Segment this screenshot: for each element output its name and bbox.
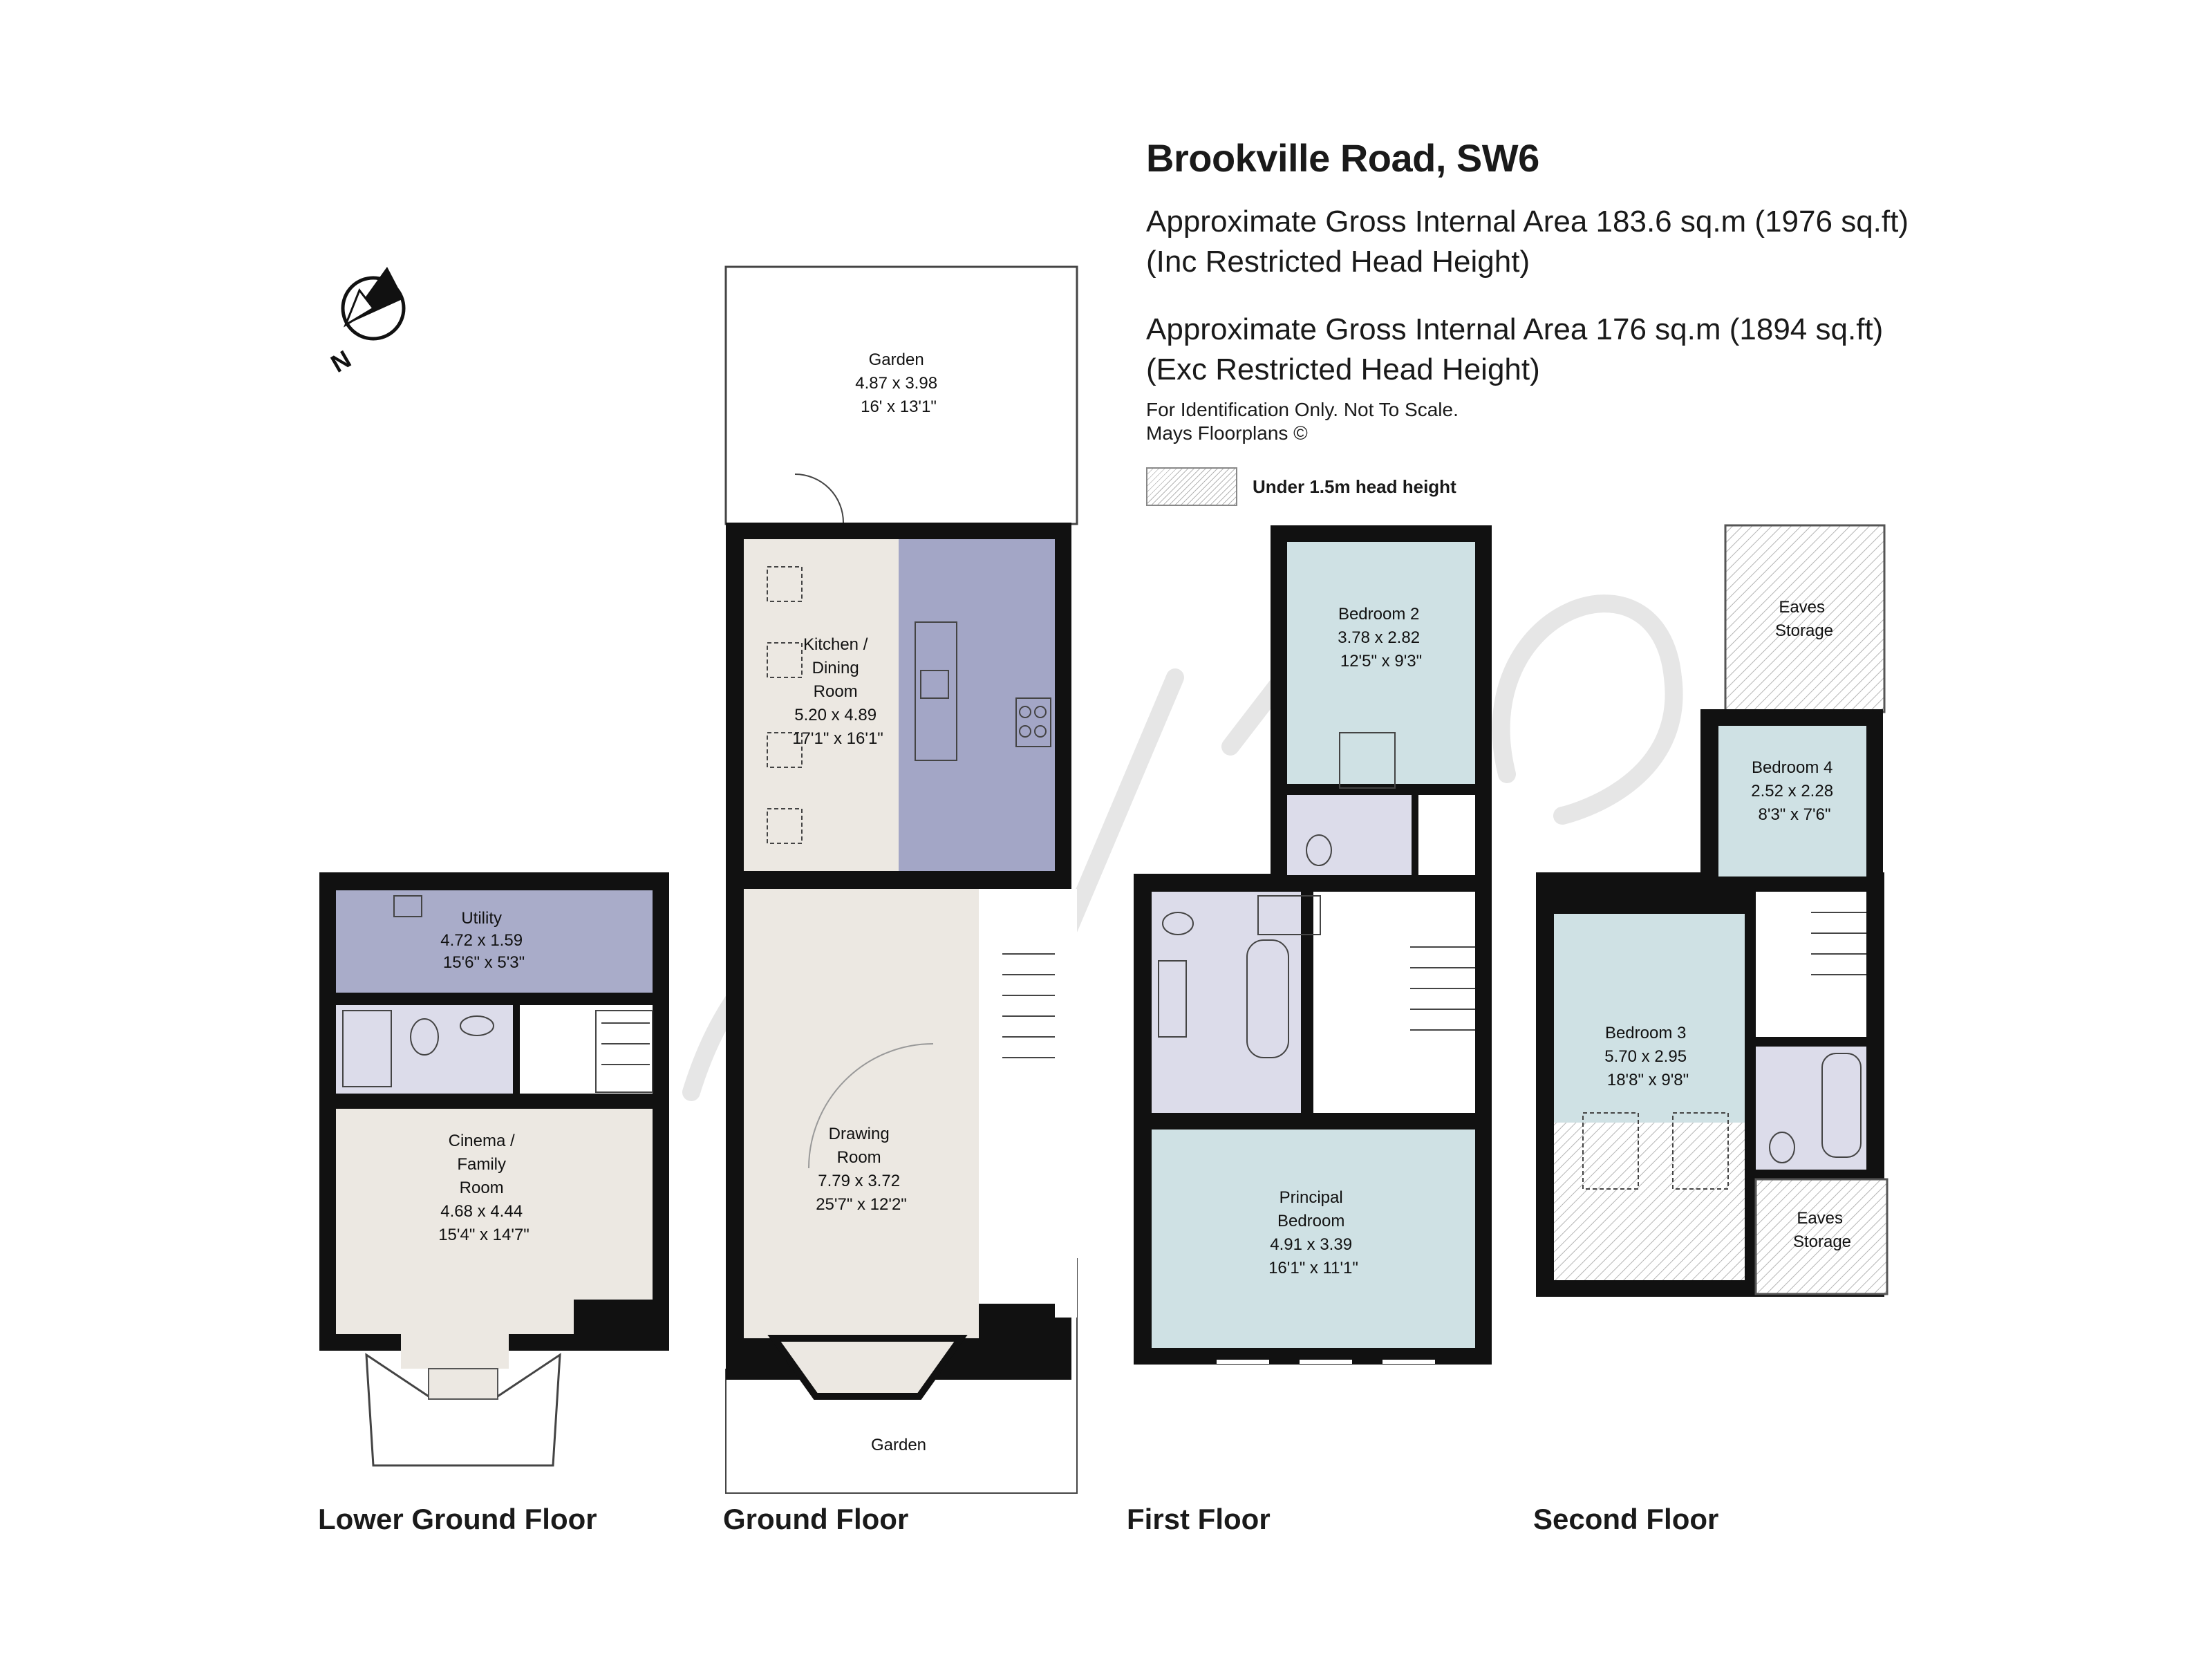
eaves-top-label: Eaves Storage [1775, 598, 1833, 640]
legend-label: Under 1.5m head height [1253, 476, 1456, 497]
compass [341, 267, 406, 341]
eaves-storage-bottom [1754, 1178, 1888, 1295]
hatch-swatch [1146, 467, 1237, 506]
kitchen-imperial: 17'1" x 16'1" [792, 729, 883, 748]
kitchen-name-1: Kitchen / [803, 635, 868, 654]
first-landing [1313, 892, 1475, 1113]
bedroom-4 [1718, 726, 1866, 877]
utility-label: Utility 4.72 x 1.59 15'6" x 5'3" [440, 909, 527, 972]
property-title: Brookville Road, SW6 [1146, 136, 1539, 180]
garden-rear-label: Garden 4.87 x 3.98 16' x 13'1" [855, 350, 941, 416]
second-bathroom [1756, 1047, 1866, 1170]
first-floor-plan: Bedroom 2 3.78 x 2.82 12'5" x 9'3" Princ… [1134, 525, 1492, 1365]
kitchen-name-2: Dining [812, 659, 859, 677]
bedroom-2 [1287, 542, 1475, 784]
garden-rear-metric: 4.87 x 3.98 [855, 374, 937, 393]
utility-imperial: 15'6" x 5'3" [443, 953, 525, 972]
bedroom2-label: Bedroom 2 3.78 x 2.82 12'5" x 9'3" [1338, 605, 1424, 671]
cinema-imperial: 15'4" x 14'7" [438, 1226, 529, 1244]
drawing-metric: 7.79 x 3.72 [818, 1172, 900, 1190]
ground-hall [979, 889, 1055, 1304]
garden-rear-imperial: 16' x 13'1" [861, 397, 937, 416]
note-line-2: Mays Floorplans © [1146, 422, 1308, 444]
drawing-room [744, 889, 979, 1338]
kitchen-label: Kitchen / Dining Room 5.20 x 4.89 17'1" … [792, 635, 883, 748]
principal-label: Principal Bedroom 4.91 x 3.39 16'1" x 11… [1268, 1188, 1358, 1277]
principal-bedroom [1152, 1130, 1475, 1348]
dining-area [744, 539, 899, 871]
drawing-name-1: Drawing [829, 1125, 890, 1143]
floor-label-second: Second Floor [1533, 1503, 1719, 1535]
ground-floor-plan: Garden 4.87 x 3.98 16' x 13'1" Kitchen /… [724, 265, 1078, 1494]
floor-label-ground: Ground Floor [723, 1503, 909, 1535]
bedroom4-metric: 2.52 x 2.28 [1751, 782, 1833, 800]
drawing-label: Drawing Room 7.79 x 3.72 25'7" x 12'2" [816, 1125, 907, 1214]
eaves-bottom-name-2: Storage [1793, 1232, 1851, 1251]
compass-arrow-icon [341, 267, 406, 341]
utility-metric: 4.72 x 1.59 [440, 931, 523, 950]
utility-room [336, 890, 653, 993]
area-inc-line-2: (Inc Restricted Head Height) [1146, 245, 1530, 279]
bedroom4-imperial: 8'3" x 7'6" [1759, 805, 1831, 824]
drawing-imperial: 25'7" x 12'2" [816, 1195, 907, 1214]
eaves-bottom-name-1: Eaves [1797, 1209, 1843, 1228]
principal-imperial: 16'1" x 11'1" [1268, 1259, 1358, 1277]
kitchen-name-3: Room [814, 682, 858, 701]
bedroom2-name: Bedroom 2 [1338, 605, 1419, 624]
bedroom-3-restricted [1554, 1123, 1745, 1280]
eaves-bottom-label: Eaves Storage [1793, 1209, 1851, 1251]
area-inc-restricted: Approximate Gross Internal Area 183.6 sq… [1146, 202, 1909, 282]
legend: Under 1.5m head height [1146, 467, 1456, 506]
area-exc-restricted: Approximate Gross Internal Area 176 sq.m… [1146, 310, 1883, 390]
bedroom3-imperial: 18'8" x 9'8" [1607, 1071, 1689, 1089]
disclaimer-note: For Identification Only. Not To Scale. M… [1146, 398, 1459, 445]
drawing-name-2: Room [837, 1148, 881, 1167]
area-exc-line-2: (Exc Restricted Head Height) [1146, 353, 1540, 386]
rear-garden [724, 265, 1078, 525]
lower-ground-floor-plan: Utility 4.72 x 1.59 15'6" x 5'3" Cinema … [319, 872, 669, 1467]
bedroom4-label: Bedroom 4 2.52 x 2.28 8'3" x 7'6" [1751, 758, 1837, 824]
first-ensuite [1287, 795, 1412, 875]
bedroom2-imperial: 12'5" x 9'3" [1340, 652, 1422, 671]
second-landing [1756, 892, 1866, 1037]
eaves-storage-top [1724, 524, 1886, 713]
lg-stair-hall [520, 1005, 653, 1094]
garden-rear-name: Garden [869, 350, 924, 369]
eaves-top-name-2: Storage [1775, 621, 1833, 640]
kitchen-metric: 5.20 x 4.89 [794, 706, 877, 724]
eaves-top-name-1: Eaves [1779, 598, 1825, 617]
floor-label-first: First Floor [1127, 1503, 1271, 1535]
garden-front-label: Garden [871, 1436, 926, 1454]
note-line-1: For Identification Only. Not To Scale. [1146, 399, 1459, 420]
lg-shower-room [336, 1005, 513, 1094]
second-floor-plan: Eaves Storage Bedroom 4 2.52 x 2.28 8'3"… [1536, 524, 1888, 1297]
utility-name: Utility [461, 909, 502, 928]
bedroom3-name: Bedroom 3 [1605, 1024, 1686, 1042]
first-bathroom [1152, 892, 1301, 1113]
area-inc-line-1: Approximate Gross Internal Area 183.6 sq… [1146, 205, 1909, 238]
garden-front-name: Garden [871, 1436, 926, 1454]
cinema-label: Cinema / Family Room 4.68 x 4.44 15'4" x… [438, 1132, 529, 1244]
compass-north-label: N [326, 344, 356, 378]
cinema-room [336, 1109, 653, 1369]
kitchen-area [899, 539, 1055, 871]
bedroom3-metric: 5.70 x 2.95 [1604, 1047, 1687, 1066]
floor-label-lower-ground: Lower Ground Floor [318, 1503, 597, 1535]
area-exc-line-1: Approximate Gross Internal Area 176 sq.m… [1146, 312, 1884, 346]
cinema-name-3: Room [460, 1179, 504, 1197]
cinema-name-2: Family [457, 1155, 506, 1174]
principal-metric: 4.91 x 3.39 [1270, 1235, 1352, 1254]
bedroom3-label: Bedroom 3 5.70 x 2.95 18'8" x 9'8" [1604, 1024, 1691, 1089]
cinema-name-1: Cinema / [449, 1132, 515, 1150]
principal-name-2: Bedroom [1277, 1212, 1344, 1230]
bedroom4-name: Bedroom 4 [1752, 758, 1833, 777]
bedroom2-metric: 3.78 x 2.82 [1338, 628, 1420, 647]
principal-name-1: Principal [1280, 1188, 1343, 1207]
cinema-metric: 4.68 x 4.44 [440, 1202, 523, 1221]
drawing-bay [767, 1335, 968, 1400]
